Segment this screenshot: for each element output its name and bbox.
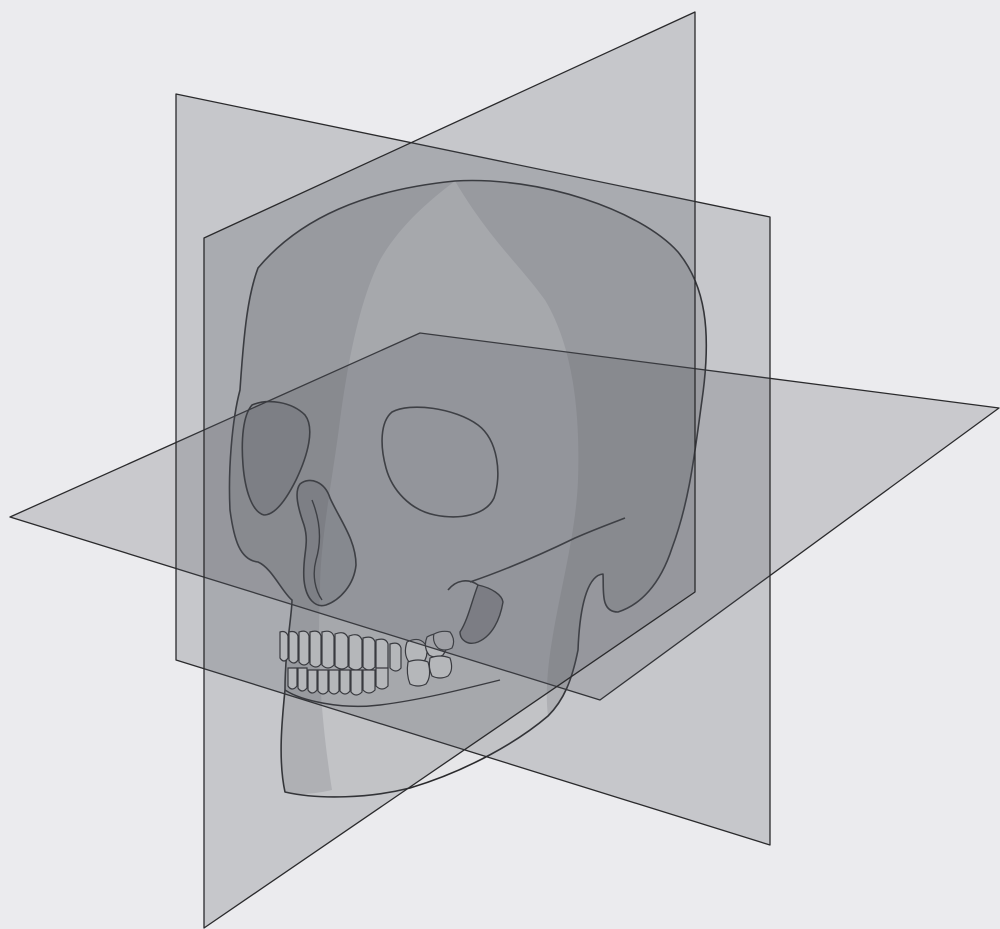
diagram-canvas xyxy=(0,0,1000,929)
skull-planes-illustration xyxy=(0,0,1000,929)
